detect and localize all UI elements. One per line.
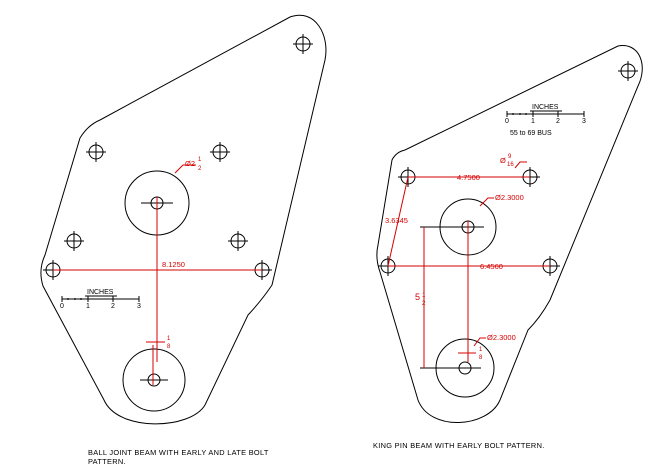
right-plate-outline	[376, 45, 643, 423]
left-bolt-hole-mid-right	[228, 231, 248, 251]
left-bolt-hole-upper-left	[86, 142, 106, 162]
right-dim-top-span: 4.7500	[457, 173, 480, 182]
right-lower-dia-leader	[473, 337, 486, 347]
left-dim-hole-dia: Ø2	[185, 159, 195, 168]
right-dim-vert-whole: 5	[415, 292, 420, 302]
right-upper-hole	[420, 198, 497, 256]
right-dim-offset-den: 8	[479, 355, 483, 361]
right-dim-lower-dia: Ø2.3000	[487, 333, 516, 342]
left-plate-outline	[40, 14, 327, 425]
right-scale-tick-1: 1	[531, 118, 535, 125]
right-bolt-hole-top-right	[618, 61, 638, 81]
left-bolt-hole-upper-right	[210, 142, 230, 162]
left-bolt-hole-mid-left	[64, 231, 84, 251]
right-scale-subtitle: 55 to 69 BUS	[510, 130, 552, 137]
left-dim-hole-dia-num: 1	[198, 157, 202, 163]
left-bolt-hole-top-right	[293, 34, 313, 54]
right-dim-offset-num: 1	[479, 347, 483, 353]
left-dim-hole-dia-den: 2	[198, 166, 202, 172]
left-scale-title: INCHES	[87, 289, 114, 296]
right-dim-bolt-dia-num: 9	[508, 154, 512, 160]
left-bottom-hole	[122, 348, 186, 412]
left-caption-line2: PATTERN.	[88, 457, 126, 466]
left-plate: Ø2 1 2 8.1250 1 8 INCHES 0 1 2 3 BALL JO…	[40, 14, 327, 466]
right-dim-upper-dia: Ø2.3000	[495, 193, 524, 202]
right-diag-line	[387, 176, 409, 267]
right-dim-mid-span: 6.4560	[480, 262, 503, 271]
right-dim-bolt-dia-prefix: Ø	[500, 156, 506, 165]
left-scale-tick-3: 3	[137, 303, 141, 310]
right-upper-dia-leader	[479, 197, 494, 207]
right-scale-tick-0: 0	[505, 118, 509, 125]
right-scale-tick-2: 2	[556, 118, 560, 125]
right-bolt-dia-leader	[514, 161, 527, 169]
right-dim-vert-num: 1	[422, 293, 426, 299]
right-caption: KING PIN BEAM WITH EARLY BOLT PATTERN.	[373, 441, 545, 450]
left-scale-tick-0: 0	[60, 303, 64, 310]
left-scale-tick-1: 1	[86, 303, 90, 310]
left-dim-offset-den: 8	[167, 344, 171, 350]
right-scale-bar: INCHES 0 1 2 3 55 to 69 BUS	[505, 104, 586, 137]
right-plate: 4.7500 Ø 9 16 Ø2.3000 3.6345 6.4560 5 1 …	[373, 45, 643, 450]
left-dia-leader	[174, 164, 196, 174]
left-dim-offset-num: 1	[167, 336, 171, 342]
right-scale-tick-3: 3	[582, 118, 586, 125]
right-dim-diag: 3.6345	[385, 216, 408, 225]
left-dim-span: 8.1250	[162, 260, 185, 269]
left-scale-bar: INCHES 0 1 2 3	[60, 289, 141, 310]
left-caption-line1: BALL JOINT BEAM WITH EARLY AND LATE BOLT	[88, 448, 269, 457]
right-dim-bolt-dia-den: 16	[507, 162, 514, 168]
right-scale-title: INCHES	[532, 104, 559, 111]
left-scale-tick-2: 2	[111, 303, 115, 310]
right-lower-hole	[420, 338, 495, 398]
right-dim-vert-den: 2	[422, 301, 426, 307]
